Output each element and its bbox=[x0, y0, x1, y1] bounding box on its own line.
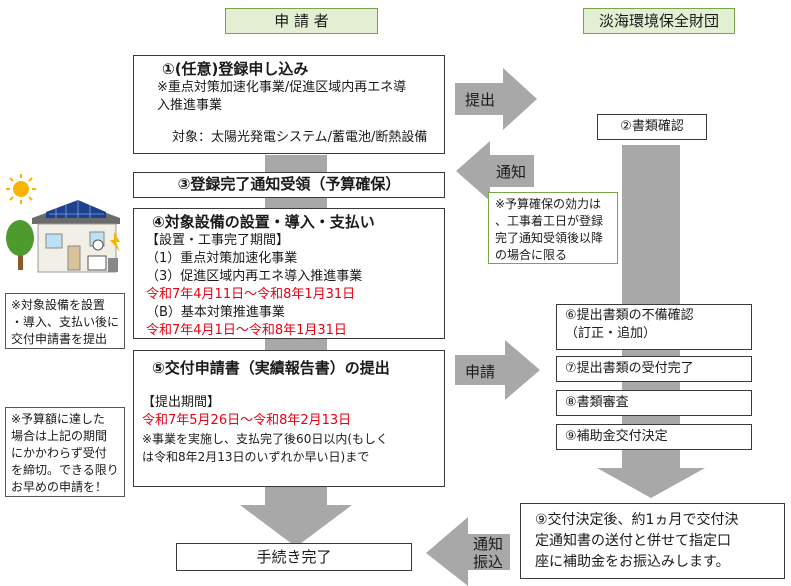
step1-line2: 入推進事業 bbox=[157, 98, 223, 113]
notify-pay-label-2: 振込 bbox=[472, 553, 503, 571]
step9-label: ⑨補助金交付決定 bbox=[565, 429, 668, 444]
step2-box: ②書類確認 bbox=[597, 114, 707, 140]
reached-note-line5: お早めの申請を！ bbox=[11, 480, 108, 494]
apply-note-line2: ・導入、支払い後に bbox=[11, 315, 120, 329]
done-label: 手続き完了 bbox=[256, 548, 332, 566]
step3-box: ③登録完了通知受領（予算確保） bbox=[133, 172, 445, 198]
apply-note-line1: ※対象設備を設置 bbox=[11, 298, 106, 312]
step5-period-label: 【提出期間】 bbox=[142, 395, 221, 410]
budget-note-line3: 完了通知受領後以降 bbox=[495, 231, 604, 245]
step4-item1: （1）重点対策加速化事業 bbox=[146, 251, 298, 266]
apply-arrow bbox=[455, 340, 540, 400]
budget-effect-note: ※予算確保の効力は 、工事着工日が登録 完了通知受領後以降 の場合に限る bbox=[488, 192, 618, 264]
step6-box: ⑥提出書類の不備確認 （訂正・追加） bbox=[556, 304, 752, 350]
submit-label: 提出 bbox=[464, 91, 495, 109]
final-notice-box: ⑨交付決定後、約1ヵ月で交付決 定通知書の送付と併せて指定口 座に補助金をお振込… bbox=[520, 503, 785, 579]
step1-line1: ※重点対策加速化事業/促進区域内再エネ導 bbox=[157, 80, 407, 95]
step4-box: ④対象設備の設置・導入・支払い 【設置・工事完了期間】 （1）重点対策加速化事業… bbox=[133, 208, 445, 339]
step4-itemB: （B）基本対策推進事業 bbox=[146, 305, 285, 320]
plug-icon bbox=[110, 232, 120, 252]
step9-box: ⑨補助金交付決定 bbox=[556, 424, 752, 450]
step1-detail: ※重点対策加速化事業/促進区域内再エネ導 入推進事業 対象：太陽光発電システム/… bbox=[152, 79, 444, 147]
apply-after-note: ※対象設備を設置 ・導入、支払い後に 交付申請書を提出 bbox=[5, 293, 125, 349]
step7-box: ⑦提出書類の受付完了 bbox=[556, 356, 752, 382]
header-foundation: 淡海環境保全財団 bbox=[583, 8, 735, 34]
step5-note2: は令和8年2月13日のいずれか早い日)まで bbox=[142, 450, 370, 464]
step4-date2: 令和7年4月1日～令和8年1月31日 bbox=[146, 323, 347, 338]
sun-icon bbox=[6, 174, 36, 204]
reached-note-line1: ※予算額に達した bbox=[11, 412, 106, 426]
step7-label: ⑦提出書類の受付完了 bbox=[565, 361, 694, 376]
submit-arrow bbox=[455, 68, 537, 130]
budget-note-line4: の場合に限る bbox=[495, 248, 568, 262]
step5-title: ⑤交付申請書（実績報告書）の提出 bbox=[152, 359, 390, 377]
step1-spacer bbox=[152, 115, 444, 129]
step4-period-label: 【設置・工事完了期間】 bbox=[146, 233, 290, 248]
final-notice-line2: 定通知書の送付と併せて指定口 bbox=[535, 533, 731, 549]
apply-note-line3: 交付申請書を提出 bbox=[11, 332, 108, 346]
step5-note1: ※事業を実施し、支払完了後60日以内(もしく bbox=[142, 432, 389, 446]
notify-label: 通知 bbox=[495, 163, 526, 181]
step5-detail: 【提出期間】 令和7年5月26日～令和8年2月13日 ※事業を実施し、支払完了後… bbox=[142, 394, 444, 466]
step3-title: ③登録完了通知受領（予算確保） bbox=[177, 175, 401, 193]
header-applicant: 申 請 者 bbox=[225, 8, 378, 34]
tree-icon bbox=[6, 220, 34, 270]
final-notice-line3: 座に補助金をお振込みします。 bbox=[535, 554, 730, 570]
step6-label: ⑥提出書類の不備確認 bbox=[565, 308, 694, 323]
house-icon bbox=[32, 200, 120, 273]
reached-note-line4: を締切。できる限り bbox=[11, 463, 119, 477]
solar-house-illustration bbox=[6, 174, 120, 273]
step2-label: ②書類確認 bbox=[620, 119, 684, 134]
step6-sublabel: （訂正・追加） bbox=[565, 326, 657, 341]
step8-label: ⑧書類審査 bbox=[565, 395, 629, 410]
reached-note-line2: 場合は上記の期間 bbox=[11, 429, 108, 443]
budget-note-line1: ※予算確保の効力は bbox=[495, 197, 602, 211]
step8-box: ⑧書類審査 bbox=[556, 390, 752, 416]
done-box: 手続き完了 bbox=[176, 543, 412, 571]
budget-note-line2: 、工事着工日が登録 bbox=[495, 214, 604, 228]
notify-arrow bbox=[456, 141, 534, 201]
step1-target: 対象：太陽光発電システム/蓄電池/断熱設備 bbox=[172, 130, 428, 145]
step4-title: ④対象設備の設置・導入・支払い bbox=[152, 213, 375, 231]
step5-box: ⑤交付申請書（実績報告書）の提出 【提出期間】 令和7年5月26日～令和8年2月… bbox=[133, 350, 445, 487]
notify-pay-label-1: 通知 bbox=[472, 535, 503, 553]
budget-reached-note: ※予算額に達した 場合は上記の期間 にかかわらず受付 を締切。できる限り お早め… bbox=[5, 407, 125, 497]
apply-label: 申請 bbox=[464, 363, 495, 381]
notify-pay-label: 通知 振込 bbox=[467, 535, 509, 571]
final-notice-line1: ⑨交付決定後、約1ヵ月で交付決 bbox=[535, 512, 739, 528]
step1-register-box: ①(任意)登録申し込み ※重点対策加速化事業/促進区域内再エネ導 入推進事業 対… bbox=[133, 55, 445, 154]
step4-item3: （3）促進区域内再エネ導入推進事業 bbox=[146, 269, 363, 284]
step5-date: 令和7年5月26日～令和8年2月13日 bbox=[142, 413, 352, 428]
reached-note-line3: にかかわらず受付 bbox=[11, 446, 107, 460]
step4-detail: 【設置・工事完了期間】 （1）重点対策加速化事業 （3）促進区域内再エネ導入推進… bbox=[146, 232, 444, 340]
step4-date1: 令和7年4月11日～令和8年1月31日 bbox=[146, 287, 356, 302]
notify-pay-arrow bbox=[426, 517, 510, 586]
step1-title: ①(任意)登録申し込み bbox=[162, 60, 309, 78]
